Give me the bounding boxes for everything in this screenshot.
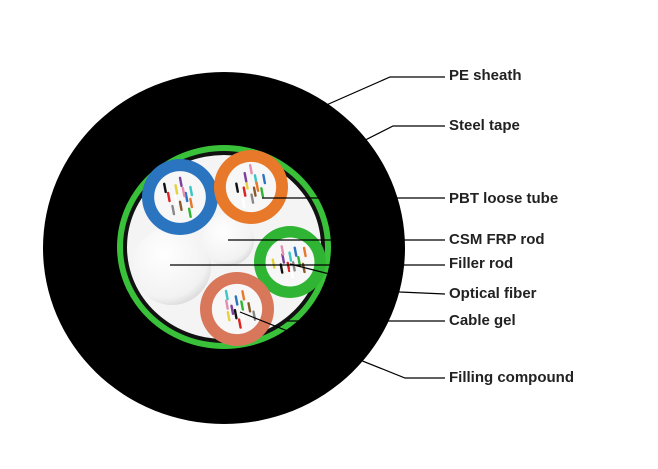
optical-fiber: [230, 304, 235, 315]
optical-fiber: [178, 200, 183, 212]
optical-fiber: [224, 299, 229, 310]
optical-fiber: [260, 187, 265, 198]
leader-line-pe-sheath: [289, 76, 445, 122]
label-cable-gel: Cable gel: [449, 312, 516, 329]
optical-fiber: [240, 300, 245, 311]
optical-fiber: [289, 268, 294, 279]
optical-fiber: [297, 256, 302, 267]
optical-fiber: [241, 197, 246, 208]
optical-fiber: [178, 176, 183, 188]
optical-fiber: [181, 186, 186, 198]
optical-fiber: [241, 290, 246, 301]
optical-fiber: [293, 246, 298, 257]
optical-fiber: [174, 184, 179, 195]
green-loose-tube: [254, 226, 326, 298]
label-csm-frp-rod: CSM FRP rod: [449, 231, 545, 248]
optical-fiber: [173, 194, 178, 206]
label-optical-fiber: Optical fiber: [449, 285, 537, 302]
optical-fiber: [262, 173, 267, 185]
optical-fiber: [166, 191, 171, 203]
label-pbt-loose-tube: PBT loose tube: [449, 190, 559, 207]
optical-fiber: [250, 193, 255, 204]
optical-fiber: [286, 261, 291, 273]
optical-fiber: [163, 182, 167, 194]
optical-fiber: [247, 302, 252, 313]
optical-fiber: [224, 289, 229, 301]
tube-gel-interior: [211, 283, 263, 335]
optical-fiber: [271, 258, 276, 269]
label-filler-rod: Filler rod: [449, 255, 514, 272]
leader-lines: [170, 76, 446, 379]
orange-loose-tube: [214, 150, 288, 224]
optical-fiber: [280, 245, 285, 256]
tube-gel-interior: [154, 171, 206, 223]
loose-tubes-group: [142, 150, 326, 346]
optical-fiber: [279, 263, 284, 274]
optical-fiber: [243, 171, 248, 183]
optical-fiber: [187, 207, 192, 218]
optical-fiber: [302, 246, 307, 258]
label-filling-compound: Filling compound: [449, 369, 574, 386]
optical-fiber: [237, 318, 242, 329]
label-steel-tape: Steel tape: [449, 117, 520, 134]
blue-loose-tube: [142, 159, 218, 235]
optical-fiber: [226, 310, 231, 322]
optical-fiber: [288, 251, 293, 262]
optical-fiber: [189, 185, 194, 197]
filler-rod-large: [133, 227, 211, 305]
optical-fiber: [184, 191, 189, 203]
optical-fiber: [242, 186, 247, 197]
leader-line-optical-fiber: [289, 263, 446, 295]
optical-fiber: [252, 186, 257, 197]
optical-fiber: [235, 182, 240, 193]
label-pe-sheath: PE sheath: [449, 67, 522, 84]
optical-fiber: [248, 164, 253, 175]
optical-fiber: [233, 308, 238, 320]
salmon-loose-tube: [200, 272, 274, 346]
leader-line-filling-compound: [239, 311, 445, 379]
optical-fiber: [281, 253, 286, 264]
optical-fiber: [189, 197, 194, 209]
optical-fiber: [234, 295, 239, 306]
optical-fiber: [171, 204, 176, 216]
tube-gel-interior: [265, 237, 315, 287]
leader-line-steel-tape: [299, 125, 445, 174]
optical-fiber: [255, 181, 260, 192]
optical-fiber: [291, 261, 296, 272]
